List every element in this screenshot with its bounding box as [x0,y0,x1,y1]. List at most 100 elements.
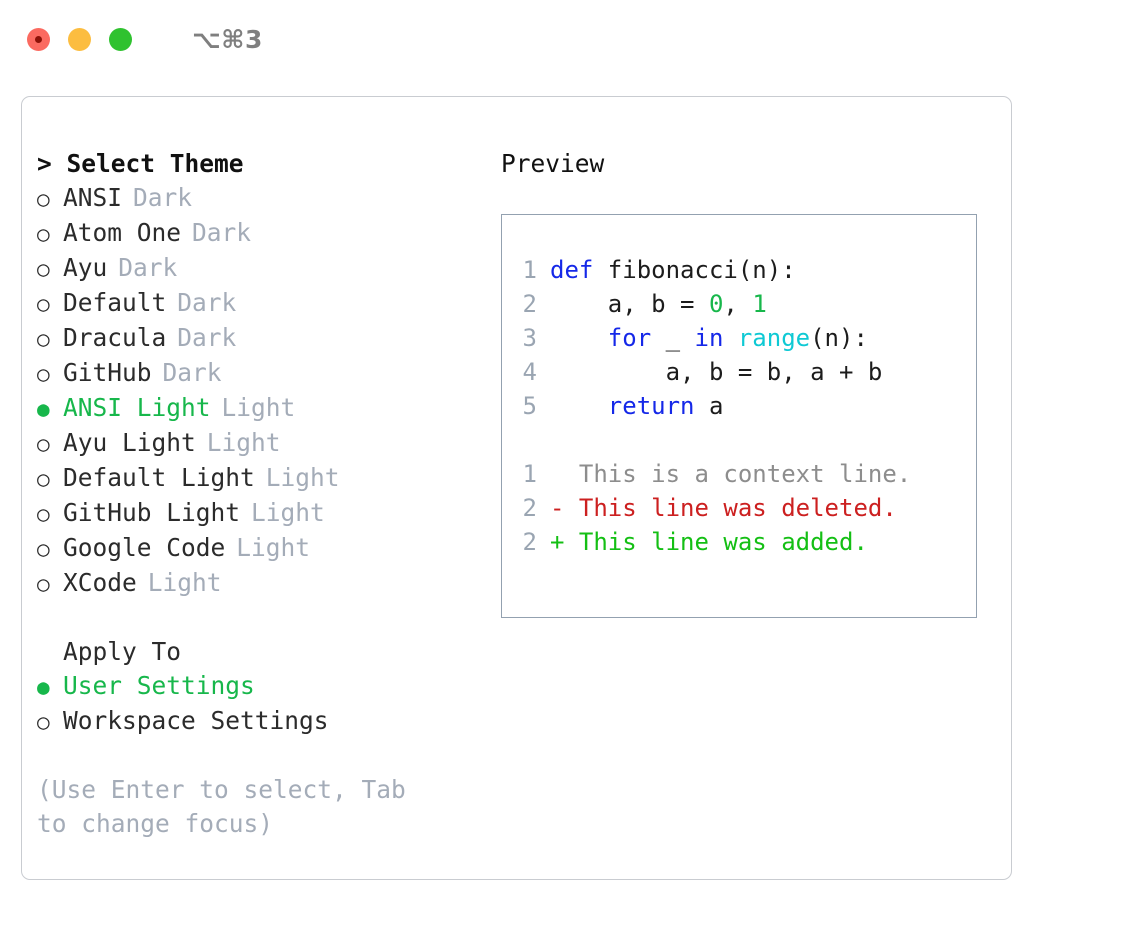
code-token-kw: in [694,324,738,352]
theme-option-label: Google Code [63,533,226,562]
theme-option-kind: Dark [177,288,237,317]
section-spacer [37,601,467,635]
code-line-number: 2 [522,290,537,318]
apply-to-option-label: User Settings [63,671,255,700]
close-button[interactable] [27,27,50,51]
theme-option-ansi-light[interactable]: ● ANSI Light Light [37,391,467,426]
keyboard-hint: (Use Enter to select, Tab to change focu… [37,775,406,838]
code-token-kw: return [607,392,709,420]
code-token-num: 0 [708,290,724,318]
theme-option-label: ANSI Light [63,393,211,422]
diff-line-text: This line was added. [578,528,868,556]
radio-unselected-icon: ○ [37,257,50,281]
code-token-ctext: _ [665,324,695,352]
diff-line: 2+ This line was added. [502,525,976,559]
theme-option-label: GitHub [63,358,152,387]
theme-option-label: Dracula [63,323,167,352]
keyboard-shortcut-label: ⌥⌘3 [192,24,263,54]
theme-option-xcode[interactable]: ○ XCode Light [37,566,467,601]
theme-option-label: Ayu Light [63,428,196,457]
apply-to-option-workspace-settings[interactable]: ○Workspace Settings [37,704,467,739]
radio-unselected-icon: ○ [37,292,50,316]
theme-option-kind: Dark [177,323,237,352]
theme-option-label: Default [63,288,167,317]
theme-option-github[interactable]: ○ GitHub Dark [37,356,467,391]
code-line-number: 5 [522,392,537,420]
diff-line: 1 This is a context line. [502,457,976,491]
theme-option-github-light[interactable]: ○ GitHub Light Light [37,496,467,531]
radio-unselected-icon: ○ [37,572,50,596]
theme-option-label: XCode [63,568,137,597]
radio-unselected-icon: ○ [37,327,50,351]
theme-option-default[interactable]: ○ Default Dark [37,286,467,321]
code-line-number: 4 [522,358,537,386]
code-line-content: a, b = 0, 1 [550,287,767,321]
code-diff-separator [502,423,976,457]
diff-line-number: 2 [522,494,537,522]
apply-to-list: ● User Settings ○Workspace Settings [37,669,467,739]
theme-option-label: GitHub Light [63,498,241,527]
radio-selected-icon: ● [37,397,50,421]
diff-line-number: 1 [522,460,537,488]
code-line-content: a, b = b, a + b [550,355,883,389]
diff-line-number: 2 [522,528,537,556]
theme-option-kind: Dark [133,183,193,212]
code-token-kw: def [550,256,608,284]
code-line-content: def fibonacci(n): [550,253,796,287]
theme-option-kind: Dark [192,218,252,247]
radio-unselected-icon: ○ [37,467,50,491]
code-line-number: 3 [522,324,537,352]
theme-option-kind: Dark [162,358,222,387]
theme-option-kind: Light [206,428,281,457]
apply-to-header: Apply To [63,637,182,666]
diff-line-text: This is a context line. [578,460,912,488]
window-controls [27,27,132,51]
diff-marker [550,457,579,491]
radio-unselected-icon: ○ [37,222,50,246]
theme-option-dracula[interactable]: ○ Dracula Dark [37,321,467,356]
theme-option-kind: Light [221,393,296,422]
window-titlebar: ⌥⌘3 [0,0,1140,78]
diff-marker: - [550,494,579,522]
code-line: 2 a, b = 0, 1 [502,287,976,321]
code-token-ctext: , [723,290,753,318]
diff-line-text: This line was deleted. [578,494,897,522]
theme-option-label: ANSI [63,183,123,212]
code-token-ctext [550,324,608,352]
radio-selected-icon: ● [37,675,50,699]
radio-unselected-icon: ○ [37,502,50,526]
theme-option-kind: Light [251,498,325,527]
theme-option-label: Ayu [63,253,108,282]
theme-option-atom-one[interactable]: ○ Atom One Dark [37,216,467,251]
theme-option-ayu[interactable]: ○ Ayu Dark [37,251,467,286]
theme-option-label: Default Light [63,463,255,492]
code-line-content: return a [550,389,724,423]
code-token-ctext: (n): [810,324,868,352]
code-token-fn: range [737,324,811,352]
code-line: 5 return a [502,389,976,423]
page-title: > Select Theme [37,149,244,178]
theme-option-kind: Dark [118,253,178,282]
radio-unselected-icon: ○ [37,187,50,211]
code-line: 1 def fibonacci(n): [502,253,976,287]
apply-to-option-user-settings[interactable]: ● User Settings [37,669,467,704]
theme-option-label: Atom One [63,218,182,247]
minimize-button[interactable] [68,27,91,51]
diff-line: 2- This line was deleted. [502,491,976,525]
maximize-button[interactable] [109,27,132,51]
code-line-number: 1 [522,256,537,284]
code-token-ctext: fibonacci(n): [607,256,796,284]
code-line: 4 a, b = b, a + b [502,355,976,389]
code-line-content: for _ in range(n): [550,321,868,355]
radio-unselected-icon: ○ [37,362,50,386]
theme-option-ansi[interactable]: ○ ANSI Dark [37,181,467,216]
theme-option-kind: Light [147,568,222,597]
theme-option-kind: Light [236,533,311,562]
